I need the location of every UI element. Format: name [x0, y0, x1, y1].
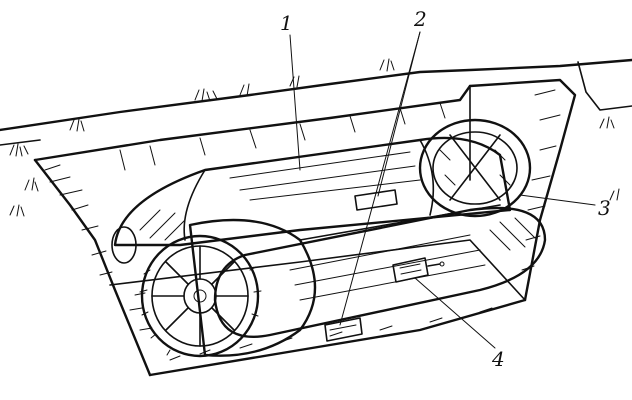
upper-rear-drum: [418, 118, 532, 218]
leader-lines: [289, 31, 596, 349]
floor-box: [324, 317, 363, 342]
lower-front-drum: [139, 218, 317, 358]
trench-pit: [33, 78, 577, 377]
callout-3: 3: [598, 196, 611, 220]
ground-surface: [0, 58, 632, 217]
device-box-4: [392, 257, 445, 283]
upper-box: [354, 189, 398, 211]
callout-2: 2: [413, 7, 427, 31]
lower-tank: [213, 204, 547, 338]
callout-1: 1: [280, 11, 293, 35]
callout-4: 4: [491, 347, 505, 371]
